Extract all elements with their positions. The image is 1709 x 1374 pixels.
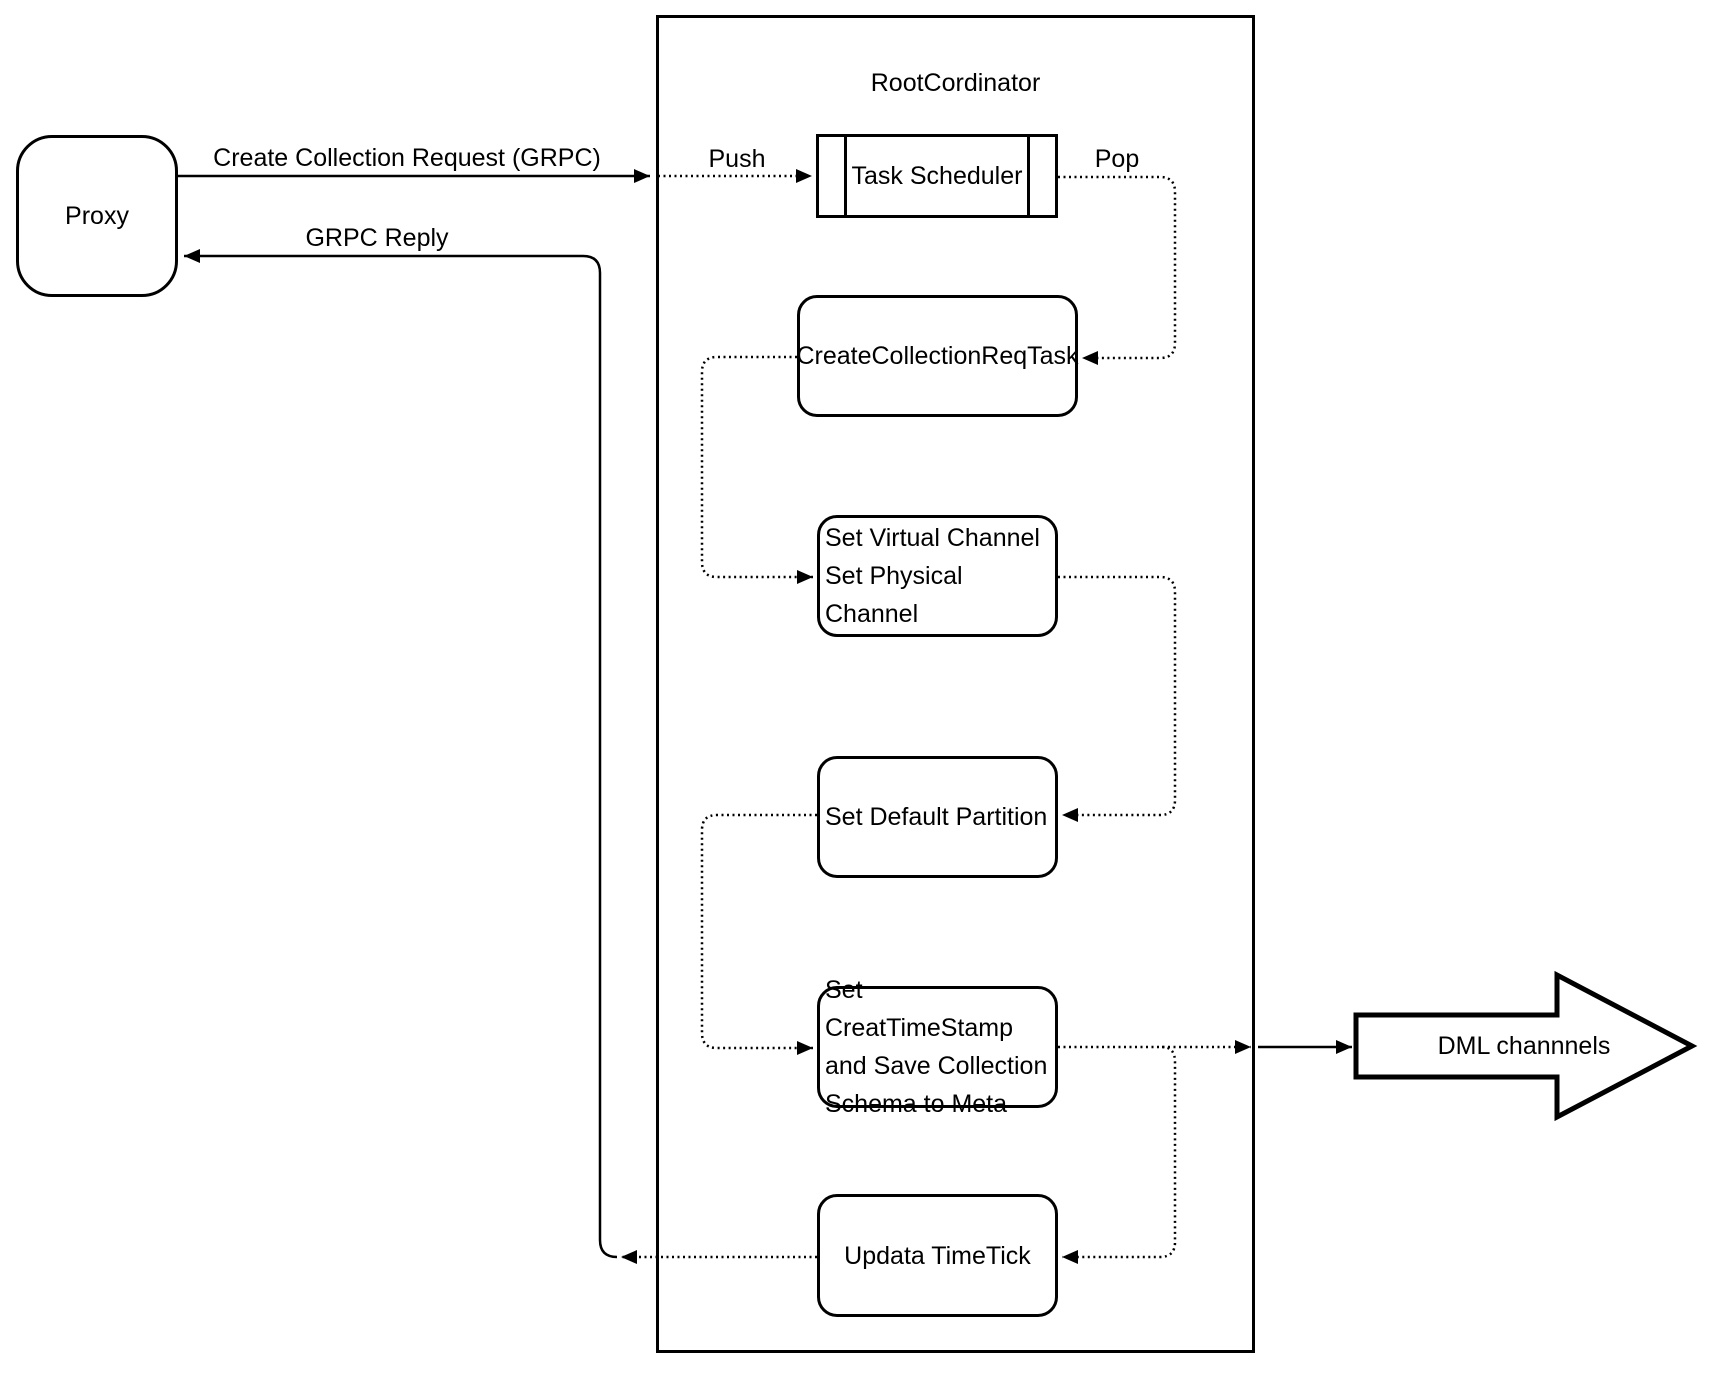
node-set-channels-line2: Set Physical Channel [825, 562, 963, 628]
node-update-timetick-label: Updata TimeTick [844, 1241, 1031, 1270]
node-create-collection-req-task-label: CreateCollectionReqTask [796, 342, 1079, 370]
node-task-scheduler-label: Task Scheduler [851, 162, 1023, 190]
node-set-timestamp-line1: Set CreatTimeStamp [825, 976, 1014, 1042]
rootcoordinator-title: RootCordinator [870, 69, 1041, 97]
node-update-timetick: Updata TimeTick [817, 1194, 1058, 1317]
edge-label-grpc-reply: GRPC Reply [305, 224, 449, 252]
dml-channels-arrow-shape [1353, 970, 1698, 1122]
edge-reqtask-to-setchannels [700, 355, 813, 584]
queue-bar-right-icon [1027, 137, 1055, 215]
edge-label-push: Push [709, 145, 766, 173]
edge-label-create-collection-request: Create Collection Request (GRPC) [213, 144, 601, 172]
node-task-scheduler: Task Scheduler [816, 134, 1058, 218]
node-set-channels-line1: Set Virtual Channel [825, 524, 1040, 552]
rootcoordinator-container: RootCordinator [656, 15, 1255, 1353]
node-set-timestamp-line3: Schema to Meta [825, 1090, 1008, 1118]
node-set-timestamp: Set CreatTimeStamp and Save Collection S… [817, 976, 1058, 1118]
queue-bar-left-icon [819, 137, 847, 215]
edge-label-pop: Pop [1095, 145, 1139, 173]
edge-grpc-reply [184, 249, 618, 1259]
node-set-default-partition: Set Default Partition [817, 756, 1058, 878]
edge-timestamp-to-timetick [1062, 1045, 1177, 1264]
node-set-timestamp-line2: and Save Collection [825, 1052, 1048, 1080]
node-proxy: Proxy [16, 135, 178, 297]
edge-partition-to-timestamp [700, 813, 817, 1055]
node-set-channels: Set Virtual Channel Set Physical Channel [817, 515, 1058, 637]
node-dml-channels-label: DML channnels [1437, 1031, 1611, 1060]
node-create-collection-req-task: CreateCollectionReqTask [796, 295, 1079, 417]
node-set-default-partition-label: Set Default Partition [825, 803, 1048, 831]
node-proxy-label: Proxy [65, 202, 129, 230]
edge-setchannels-to-partition [1058, 575, 1177, 822]
